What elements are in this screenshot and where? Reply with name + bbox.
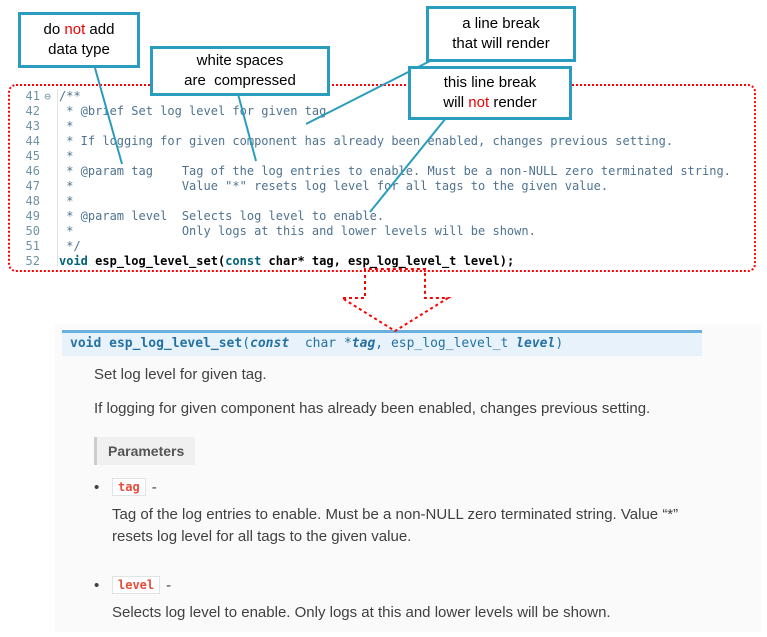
param-description: Tag of the log entries to enable. Must b… [112,506,679,545]
callout-line: this line break [443,73,537,91]
arrow-down-icon [338,268,452,333]
callout-linebreak-not-render: this line break will not render [408,66,572,120]
line-number: 49 [25,209,40,223]
comment-text: /** [59,89,81,103]
function-declaration: void esp_log_level_set(const char* tag, … [59,254,515,268]
code-line: 43 * [10,119,754,134]
brief-description: Set log level for given tag. [94,366,267,383]
function-signature: void esp_log_level_set(const char *tag, … [62,330,702,356]
callout-line: will not render [443,94,537,111]
line-number: 48 [25,194,40,208]
comment-text: * @param level Selects log level to enab… [59,209,385,223]
code-line: 50 * Only logs at this and lower levels … [10,224,754,239]
detailed-description: If logging for given component has alrea… [94,400,651,417]
highlight-not: not [64,20,86,38]
sig-param-tag: tag [351,336,376,351]
callout-line: data type [48,41,110,58]
line-number: 52 [25,254,40,268]
keyword-void: void [59,254,88,268]
callout-line: do not add [43,20,115,38]
line-number: 51 [25,239,40,253]
rendered-docs-panel: void esp_log_level_set(const char *tag, … [55,324,761,632]
line-number: 50 [25,224,40,238]
callout-linebreak-renders: a line break that will render [426,6,576,62]
comment-text: * @param tag Tag of the log entries to e… [59,164,731,178]
code-editor: 41 ⊖ /** 42 * @brief Set log level for giv… [8,84,756,272]
comment-text: * Only logs at this and lower levels wil… [59,224,536,238]
callout-whitespace-compressed: white spaces are compressed [150,46,330,96]
sig-keyword-void: void [70,336,110,351]
callout-no-datatype: do not add data type [18,12,140,68]
comment-text: * [59,119,74,133]
comment-text: * [59,194,74,208]
comment-text: */ [59,239,81,253]
parameter-list: • tag - Tag of the log entries to enable… [94,476,714,637]
line-number: 46 [25,164,40,178]
param-name-chip: level [112,576,161,594]
sig-param-level: level [516,336,556,351]
bullet-icon: • [94,576,100,594]
comment-text: * Value "*" resets log level for all tag… [59,179,609,193]
parameter-item: • tag - Tag of the log entries to enable… [94,476,714,548]
param-separator: - [151,478,157,496]
code-line: 48 * [10,194,754,209]
fold-minus-icon: ⊖ [44,90,51,103]
code-line: 44 * If logging for given component has … [10,134,754,149]
code-line: 51 */ [10,239,754,254]
sig-function-name: esp_log_level_set [109,336,243,351]
line-number: 41 [25,89,40,103]
line-number: 45 [25,149,40,163]
highlight-not: not [468,94,490,111]
code-line: 49 * @param level Selects log level to e… [10,209,754,224]
parameter-item: • level - Selects log level to enable. O… [94,574,714,624]
bullet-icon: • [94,478,100,496]
param-description: Selects log level to enable. Only logs a… [112,604,611,621]
callout-line: white spaces [196,51,284,69]
code-line: 41 ⊖ /** [10,89,754,104]
line-number: 43 [25,119,40,133]
callout-line: are compressed [184,72,296,89]
code-line-declaration: 52 void esp_log_level_set(const char* tag… [10,254,754,269]
comment-text: * If logging for given component has alr… [59,134,674,148]
callout-line: a line break [462,14,540,32]
keyword-const: const [225,254,262,268]
comment-text: * @brief Set log level for given tag [59,104,327,118]
line-number: 47 [25,179,40,193]
callout-line: that will render [452,35,550,52]
comment-text: * [59,149,74,163]
function-name: esp_log_level_set [95,254,218,268]
line-number: 42 [25,104,40,118]
sig-keyword-const: const [250,336,290,351]
param-separator: - [166,576,172,594]
code-line: 42 * @brief Set log level for given tag [10,104,754,119]
code-line: 47 * Value "*" resets log level for all … [10,179,754,194]
param-name-chip: tag [112,478,146,496]
parameters-label: Parameters [94,437,196,465]
code-line: 46 * @param tag Tag of the log entries t… [10,164,754,179]
line-number: 44 [25,134,40,148]
code-line: 45 * [10,149,754,164]
